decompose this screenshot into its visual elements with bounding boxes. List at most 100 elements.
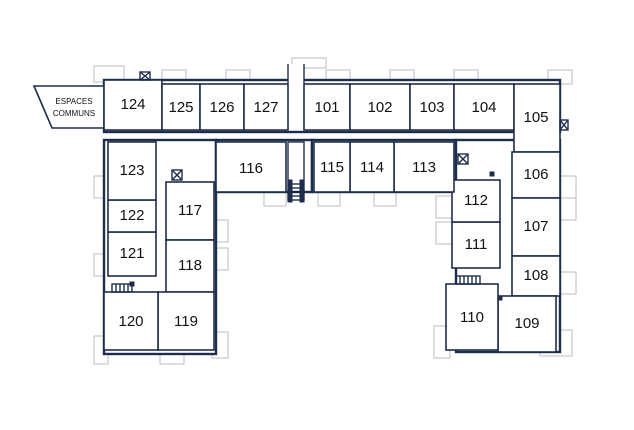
stair-wall-right [299,179,305,203]
balcony [291,57,327,69]
unit-shape [313,141,351,193]
common-area-shape [32,85,105,129]
unit-shape [303,83,351,131]
unit-shape [349,141,395,193]
unit-shape [445,283,499,351]
unit-label: 113 [412,159,436,176]
unit-127[interactable]: 127 [243,83,289,131]
unit-label: 126 [209,99,234,116]
unit-label: 101 [314,99,339,116]
unit-115[interactable]: 115 [313,141,351,193]
balcony [263,191,287,207]
unit-112[interactable]: 112 [451,179,501,223]
unit-shape [165,239,215,293]
unit-106[interactable]: 106 [511,151,561,199]
unit-label: 122 [119,207,144,224]
shaft-cross [457,153,469,165]
unit-label: 110 [460,309,484,326]
unit-124[interactable]: 124 [103,79,163,131]
balcony [559,197,577,221]
unit-125[interactable]: 125 [161,83,201,131]
unit-122[interactable]: 122 [107,199,157,233]
shaft-cross [559,119,569,131]
unit-123[interactable]: 123 [107,141,157,201]
unit-121[interactable]: 121 [107,231,157,277]
shaft [457,153,469,165]
unit-label: 124 [120,96,145,113]
balcony [559,175,577,199]
column [129,281,135,287]
units: 124 125 126 127 101 102 103 104 [103,79,561,353]
column [497,295,503,301]
shaft [171,169,183,181]
unit-shape [497,295,557,353]
unit-117[interactable]: 117 [165,181,215,241]
unit-shape [103,79,163,131]
unit-120[interactable]: 120 [103,291,159,351]
stairs [111,141,481,293]
unit-103[interactable]: 103 [409,83,455,131]
unit-shape [349,83,411,131]
unit-label: 103 [419,99,444,116]
unit-label: 104 [471,99,496,116]
unit-label: 105 [523,109,548,126]
unit-label: 107 [523,218,548,235]
unit-label: 125 [168,99,193,116]
unit-shape [451,179,501,223]
unit-shape [107,199,157,233]
entrance [287,64,305,84]
unit-shape [215,141,287,193]
unit-114[interactable]: 114 [349,141,395,193]
unit-shape [453,83,515,131]
unit-104[interactable]: 104 [453,83,515,131]
unit-107[interactable]: 107 [511,197,561,257]
stair-wall-left [287,179,293,203]
shaft-cross [139,71,151,81]
common-area-label-1: ESPACES [55,97,92,106]
unit-label: 120 [118,313,143,330]
unit-105[interactable]: 105 [513,83,561,153]
unit-119[interactable]: 119 [157,291,215,351]
unit-label: 115 [320,159,344,176]
shaft-cross [171,169,183,181]
unit-label: 111 [465,236,488,253]
unit-102[interactable]: 102 [349,83,411,131]
balcony [373,191,397,207]
unit-111[interactable]: 111 [451,221,501,269]
stair-left [111,283,133,293]
unit-label: 109 [514,315,539,332]
unit-shape [513,83,561,153]
unit-116[interactable]: 116 [215,141,287,193]
unit-label: 114 [360,159,384,176]
unit-110[interactable]: 110 [445,283,499,351]
unit-shape [409,83,455,131]
balcony [435,195,453,219]
unit-108[interactable]: 108 [511,255,561,297]
unit-label: 102 [367,99,392,116]
common-area: ESPACES COMMUNS [32,85,105,129]
unit-113[interactable]: 113 [393,141,455,193]
unit-126[interactable]: 126 [199,83,245,131]
shafts [129,71,569,301]
entrance-gap [288,64,304,84]
balcony [559,271,577,295]
balcony [435,221,453,245]
unit-label: 123 [119,162,144,179]
unit-label: 106 [523,166,548,183]
unit-109[interactable]: 109 [497,295,557,353]
unit-label: 121 [119,245,144,262]
unit-shape [511,151,561,199]
unit-118[interactable]: 118 [165,239,215,293]
column [489,171,495,177]
unit-label: 108 [523,267,548,284]
unit-label: 116 [239,160,263,177]
unit-shape [243,83,289,131]
unit-shape [103,291,159,351]
unit-101[interactable]: 101 [303,83,351,131]
unit-label: 119 [174,313,198,330]
unit-label: 117 [178,202,202,219]
unit-label: 127 [253,99,278,116]
unit-shape [107,141,157,201]
unit-label: 112 [464,192,488,209]
